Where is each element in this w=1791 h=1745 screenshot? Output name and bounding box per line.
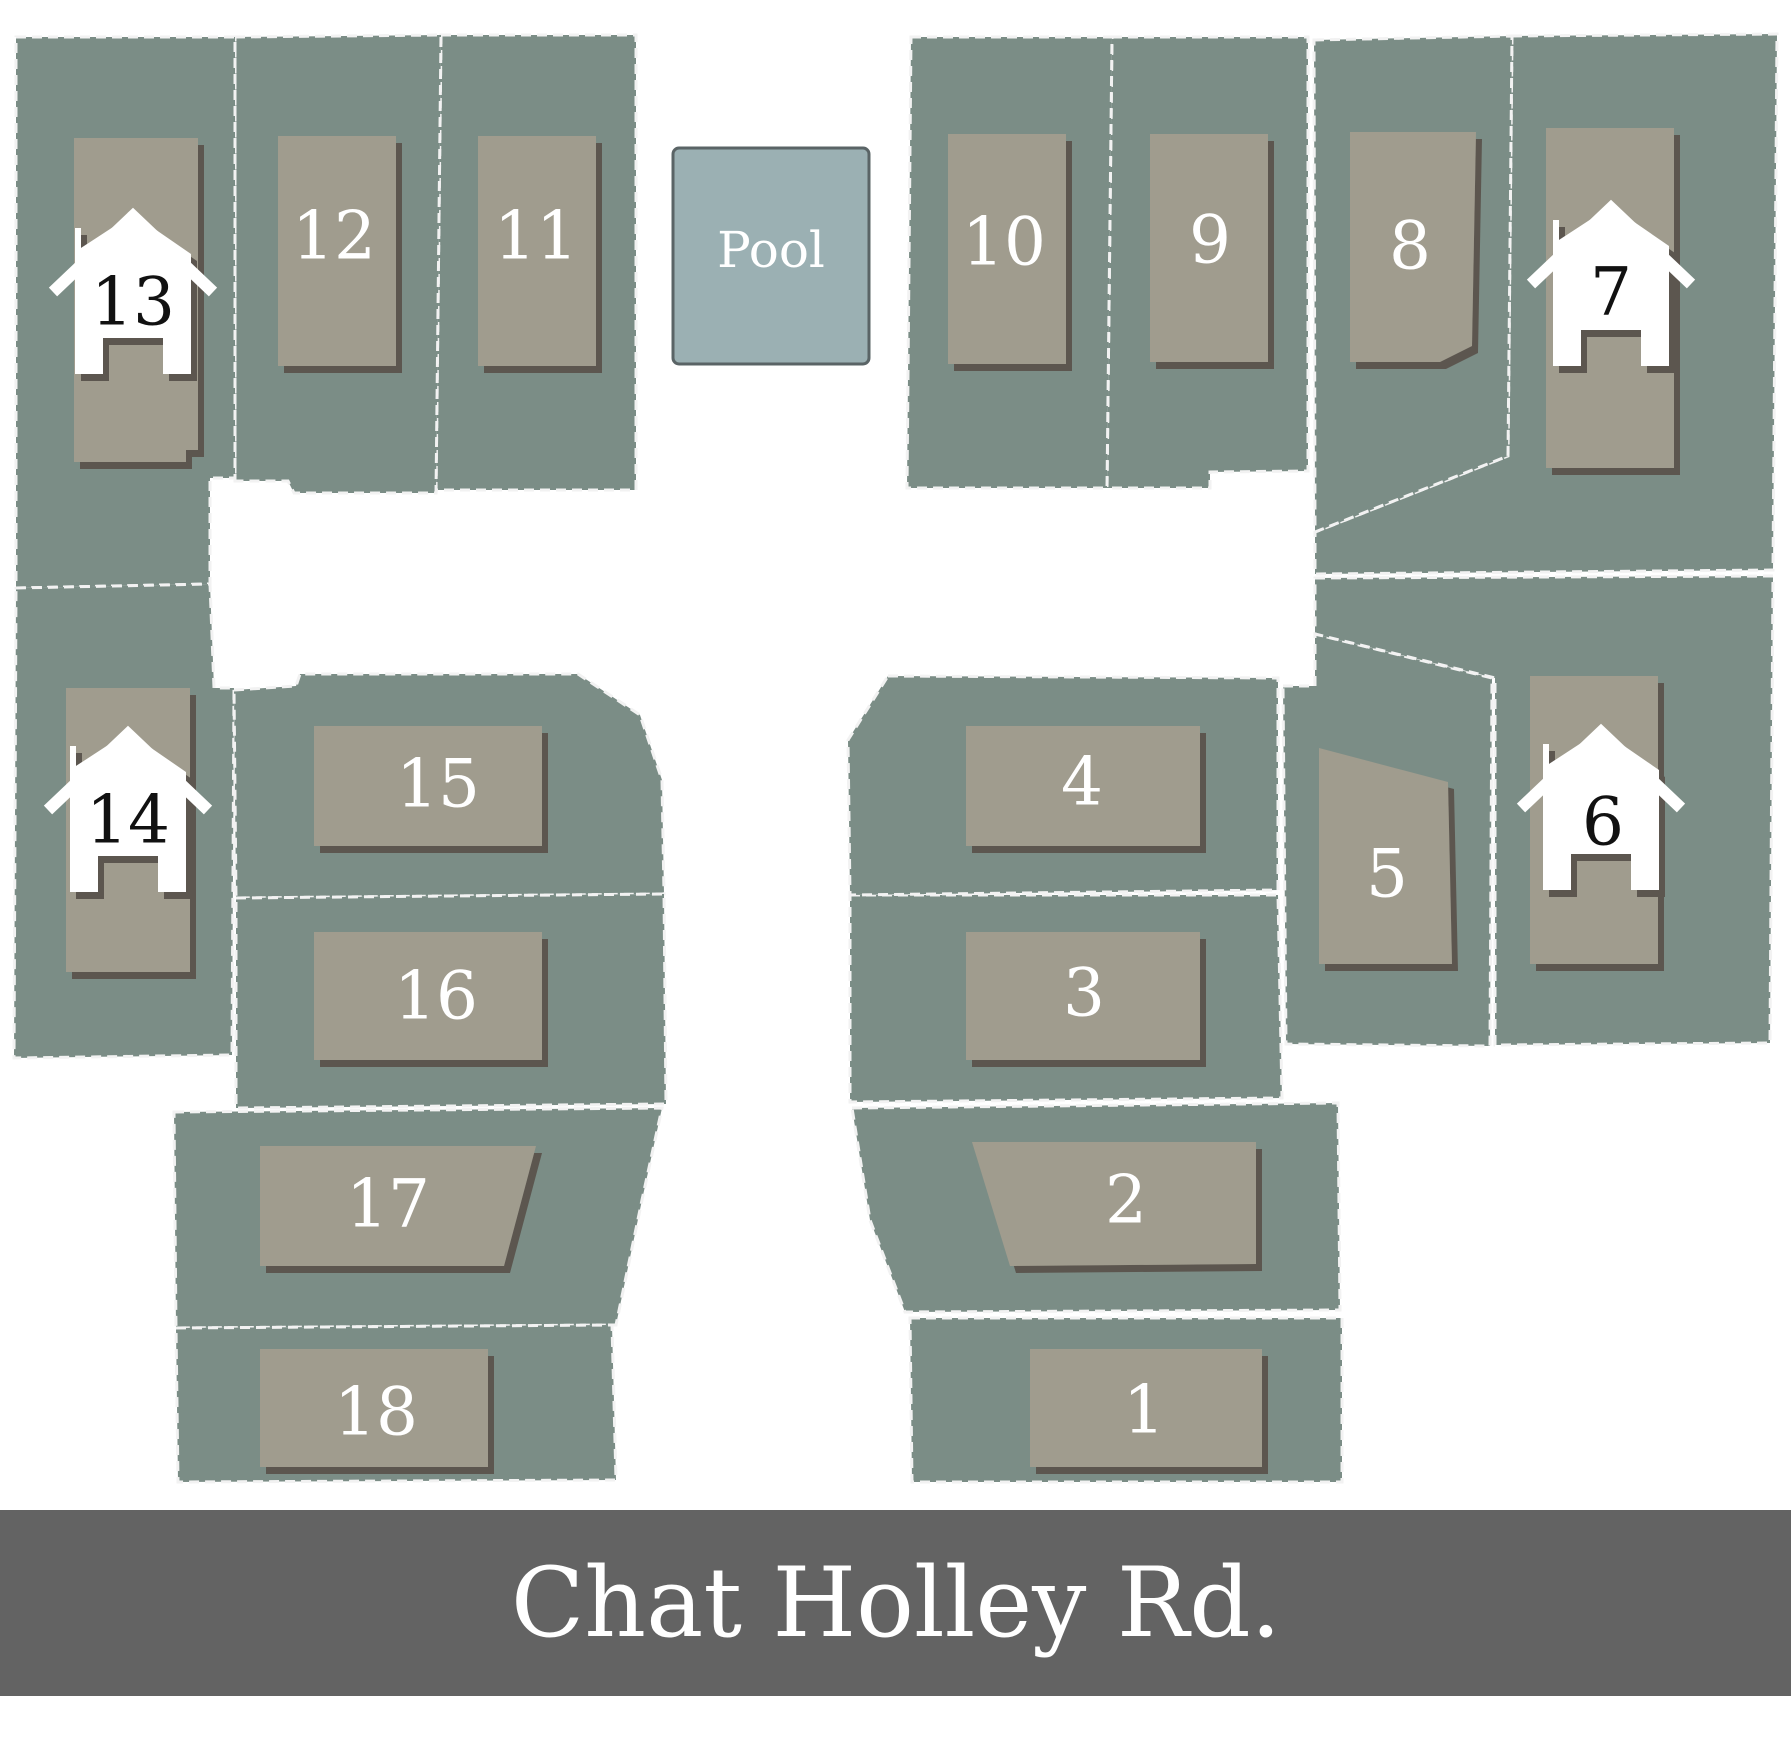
lot-11-label: 11 <box>494 198 578 275</box>
pool-area[interactable]: Pool <box>671 146 871 366</box>
lot-1-label: 1 <box>1123 1372 1165 1449</box>
lot-10-label: 10 <box>962 204 1046 281</box>
pool[interactable] <box>671 146 871 366</box>
lot-5-label: 5 <box>1366 836 1408 913</box>
lot-10-building <box>948 134 1066 364</box>
lot-17-label: 17 <box>346 1166 430 1243</box>
lot-14-label: 14 <box>86 782 170 859</box>
house-icon <box>1516 723 1686 890</box>
lot-11-building <box>478 136 596 366</box>
house-icon <box>48 207 218 374</box>
lot-16-building <box>314 932 542 1060</box>
house-icon <box>43 725 213 892</box>
lot-15-building <box>314 726 542 846</box>
lot-9-label: 9 <box>1189 202 1231 279</box>
road-strip <box>0 1510 1791 1696</box>
road-label: Chat Holley Rd. <box>511 1547 1281 1659</box>
lot-3-building <box>966 932 1200 1060</box>
pool-label: Pool <box>717 221 825 279</box>
homes-layer <box>43 199 1696 892</box>
lot-3-label: 3 <box>1063 955 1105 1032</box>
lot-7-label: 7 <box>1590 254 1632 331</box>
lot-12-building <box>278 136 396 366</box>
lot-17-building <box>260 1146 536 1266</box>
lot-6-label: 6 <box>1582 784 1624 861</box>
lot-1-building <box>1030 1349 1262 1467</box>
house-icon <box>1526 199 1696 366</box>
lot-2-building <box>972 1142 1256 1266</box>
lot-9-building <box>1150 134 1268 362</box>
lot-8-building <box>1350 132 1476 362</box>
lot-8-label: 8 <box>1389 208 1431 285</box>
lot-labels-layer: 1 2 3 4 5 6 7 8 9 10 11 12 13 14 15 16 1… <box>86 198 1632 1451</box>
lot-18-building <box>260 1349 488 1467</box>
lot-16-label: 16 <box>394 958 478 1035</box>
lot-15-label: 15 <box>396 746 480 823</box>
lot-12-label: 12 <box>292 198 376 275</box>
lot-5-building <box>1319 748 1452 964</box>
lot-4-label: 4 <box>1061 744 1103 821</box>
buildings-layer <box>66 128 1674 1467</box>
lot-18-label: 18 <box>334 1374 418 1451</box>
lot-13-label: 13 <box>91 264 175 341</box>
road: Chat Holley Rd. <box>0 1510 1791 1696</box>
lot-2-label: 2 <box>1105 1162 1147 1239</box>
lot-4-building <box>966 726 1200 846</box>
